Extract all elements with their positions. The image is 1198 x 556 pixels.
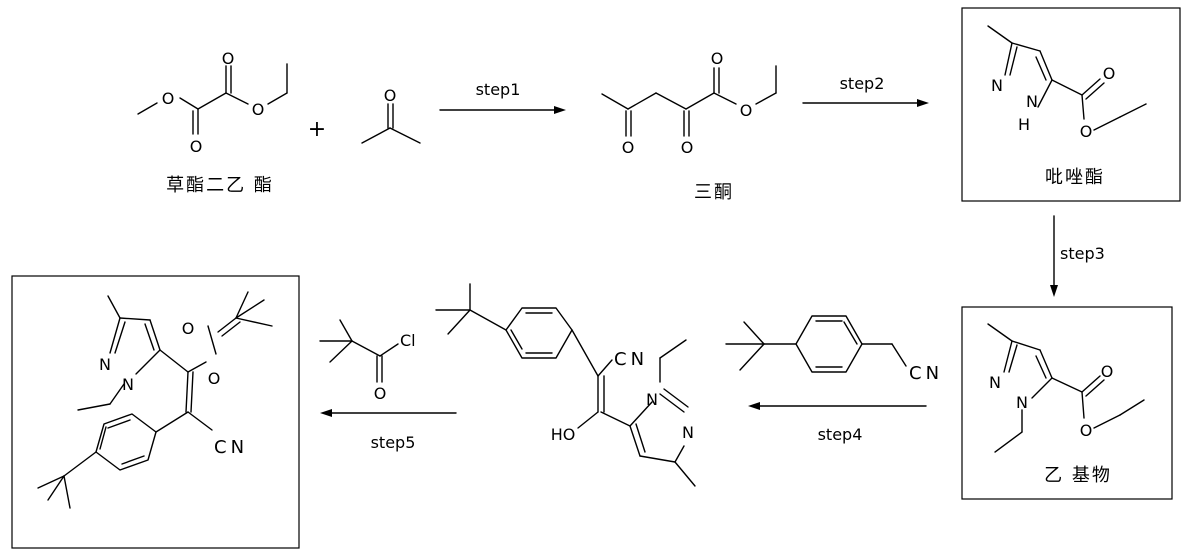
- atom-n: N: [1026, 92, 1038, 111]
- label-ethyl-product: 乙 基物: [1044, 465, 1112, 486]
- diethyl-oxalate-structure: O O O O: [137, 49, 288, 156]
- atom-o: O: [208, 369, 221, 388]
- atom-cn: CN: [909, 363, 943, 384]
- step1-arrow: step1: [439, 80, 566, 114]
- step3-arrow: step3: [1050, 215, 1105, 297]
- ethyl-product-structure: N N O O: [987, 323, 1145, 453]
- atom-n: N: [646, 390, 658, 409]
- atom-o: O: [374, 384, 387, 403]
- atom-n: N: [122, 375, 134, 394]
- atom-o: O: [740, 101, 753, 120]
- step5-label: step5: [371, 433, 416, 452]
- triketone-structure: O O O O: [601, 49, 777, 157]
- atom-o: O: [190, 137, 203, 156]
- label-pyrazole-ester: 吡唑酯: [1045, 167, 1105, 188]
- step2-label: step2: [840, 74, 885, 93]
- box-ethyl-product: [961, 306, 1173, 500]
- atom-o: O: [622, 138, 635, 157]
- step5-arrow: step5: [320, 409, 457, 452]
- atom-o: O: [222, 49, 235, 68]
- atom-n: N: [682, 423, 694, 442]
- pyrazole-ester-structure: N N H O O: [987, 25, 1147, 141]
- atom-o: O: [1103, 64, 1116, 83]
- final-product-structure: N N O O CN: [37, 291, 273, 509]
- atom-o: O: [252, 100, 265, 119]
- atom-o: O: [1101, 362, 1114, 381]
- tbu-phenylacetonitrile-structure: CN: [725, 315, 943, 384]
- atom-o: O: [681, 138, 694, 157]
- step4-label: step4: [818, 425, 863, 444]
- enol-intermediate-structure: CN N N HO: [435, 283, 696, 487]
- atom-h: H: [1018, 115, 1030, 134]
- plus-sign: +: [308, 117, 326, 142]
- atom-n: N: [1016, 393, 1028, 412]
- atom-cn: CN: [214, 437, 248, 458]
- atom-cl: Cl: [400, 331, 416, 350]
- step1-label: step1: [476, 80, 521, 99]
- atom-cn: CN: [614, 349, 648, 370]
- atom-o: O: [182, 319, 195, 338]
- pivaloyl-chloride-structure: Cl O: [319, 319, 416, 403]
- atom-n: N: [991, 76, 1003, 95]
- step4-arrow: step4: [748, 402, 927, 444]
- atom-o: O: [384, 86, 397, 105]
- atom-o: O: [711, 49, 724, 68]
- label-triketone: 三酮: [694, 182, 734, 203]
- box-pyrazole-ester: [961, 7, 1181, 202]
- acetone-structure: O: [361, 86, 421, 144]
- atom-ho: HO: [551, 425, 576, 444]
- atom-n: N: [989, 373, 1001, 392]
- atom-o: O: [1080, 122, 1093, 141]
- step3-label: step3: [1060, 244, 1105, 263]
- atom-o: O: [1080, 421, 1093, 440]
- atom-o: O: [162, 89, 175, 108]
- step2-arrow: step2: [802, 74, 929, 107]
- box-final-product: [11, 275, 300, 549]
- atom-n: N: [99, 355, 111, 374]
- label-diethyl-oxalate: 草酯二乙 酯: [166, 175, 274, 196]
